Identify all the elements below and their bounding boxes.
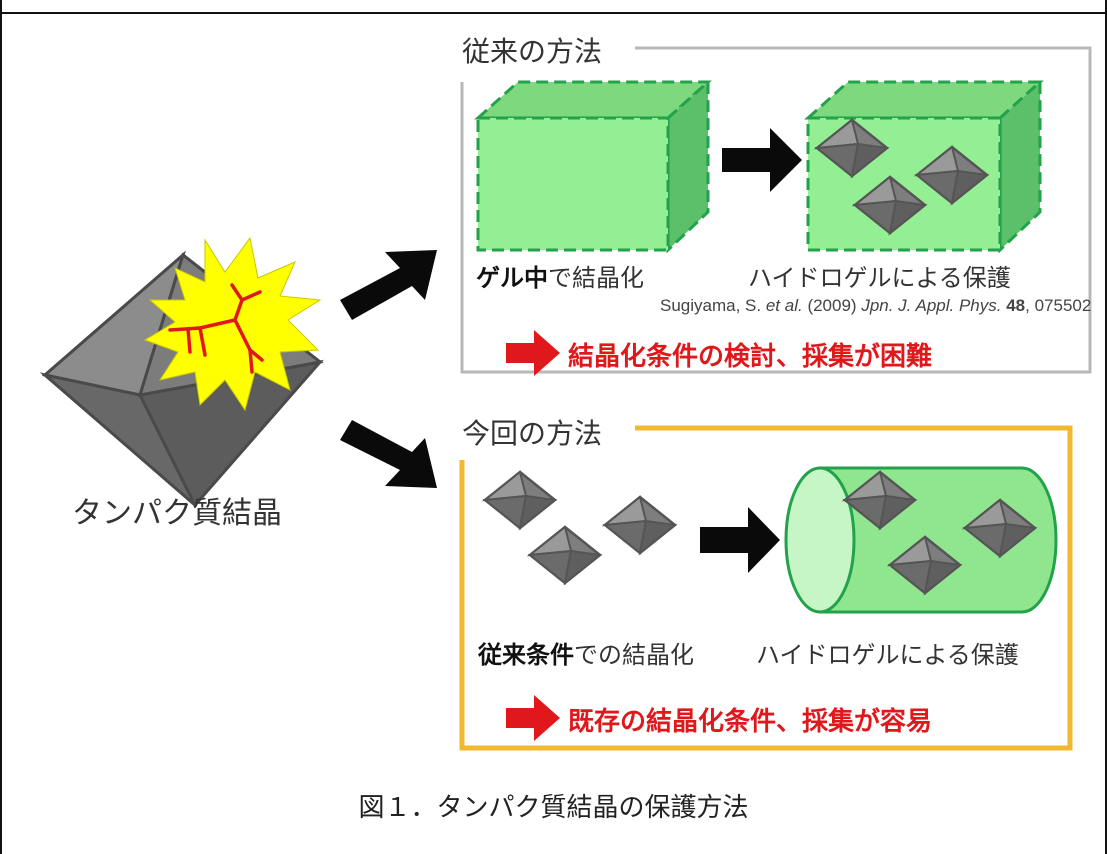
conventional-step1-rest: で結晶化 [548,264,644,292]
present-conclusion: 既存の結晶化条件、採集が容易 [568,707,933,737]
ref-page: , 075502 [1025,296,1092,315]
present-step1-bold: 従来条件 [478,641,574,669]
figure-top-border [0,0,1107,14]
conventional-panel-title: 従来の方法 [462,30,613,70]
present-step1-label: 従来条件での結晶化 [478,635,694,670]
conventional-step2-label: ハイドロゲルによる保護 [748,264,1011,292]
figure-left-border [0,0,2,854]
arrow-to-conventional [340,250,437,320]
conventional-step1-label: ゲル中で結晶化 [476,258,644,293]
hydrogel-cylinder [784,466,1058,614]
ref-journal: Jpn. J. Appl. Phys. [861,296,1002,315]
present-step2-label: ハイドロゲルによる保護 [756,641,1019,669]
red-arrow-conventional [506,330,560,376]
present-step1-rest: での結晶化 [574,641,694,669]
arrow-conventional-step [722,128,802,192]
gel-block-empty [474,78,712,254]
present-panel-title: 今回の方法 [462,412,613,452]
conventional-panel-frame [460,46,1092,374]
conventional-conclusion: 結晶化条件の検討、採集が困難 [568,342,933,372]
ref-volume: 48 [1006,296,1026,315]
ref-year: (2009) [807,296,857,315]
figure-caption: 図１．タンパク質結晶の保護方法 [358,793,749,823]
red-arrow-present [506,695,560,741]
present-panel-frame [459,425,1073,751]
arrow-to-present [340,420,437,488]
crystal-label: タンパク質結晶 [72,496,282,531]
figure-right-border [1105,0,1107,854]
crack-burst [143,236,322,412]
ref-authors: Sugiyama, S. [660,296,762,315]
ref-etal: et al. [765,296,803,315]
arrow-present-step [700,507,780,573]
gel-block-crystals [804,78,1044,254]
loose-crystals [483,470,677,585]
reference-citation: Sugiyama, S. et al. (2009) Jpn. J. Appl.… [660,296,1091,316]
conventional-step1-bold: ゲル中 [476,264,548,292]
